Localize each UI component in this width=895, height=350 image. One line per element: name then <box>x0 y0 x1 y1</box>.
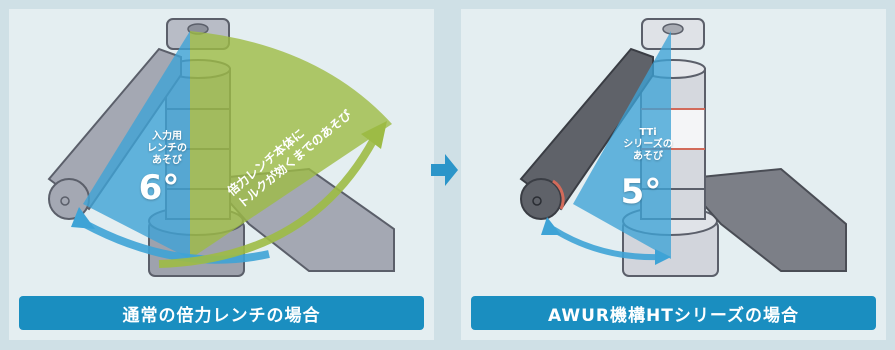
right-panel: TTi シリーズの あそび 5° AWUR機構HTシリーズの場合 <box>461 9 886 340</box>
left-caption: 通常の倍力レンチの場合 <box>19 296 424 330</box>
tti-play-line1: TTi <box>639 127 657 138</box>
input-play-text: 入力用 レンチの あそび <box>137 131 197 167</box>
input-play-line2: レンチの <box>147 143 187 154</box>
tti-play-line2: シリーズの <box>623 139 673 150</box>
tti-play-degree: 5° <box>620 172 662 212</box>
left-panel: 入力用 レンチの あそび 6° 倍力レンチ本体に トルクが効くまでのあそび 通常… <box>9 9 434 340</box>
normal-wrench-illustration <box>47 18 395 277</box>
input-play-degree: 6° <box>138 168 180 208</box>
input-play-line3: あそび <box>152 155 182 166</box>
right-arrow-icon <box>431 154 458 186</box>
input-play-line1: 入力用 <box>152 131 182 142</box>
right-caption: AWUR機構HTシリーズの場合 <box>471 296 876 330</box>
tti-play-line3: あそび <box>633 151 663 162</box>
awur-wrench-illustration <box>519 18 847 277</box>
tti-play-text: TTi シリーズの あそび <box>618 127 678 163</box>
